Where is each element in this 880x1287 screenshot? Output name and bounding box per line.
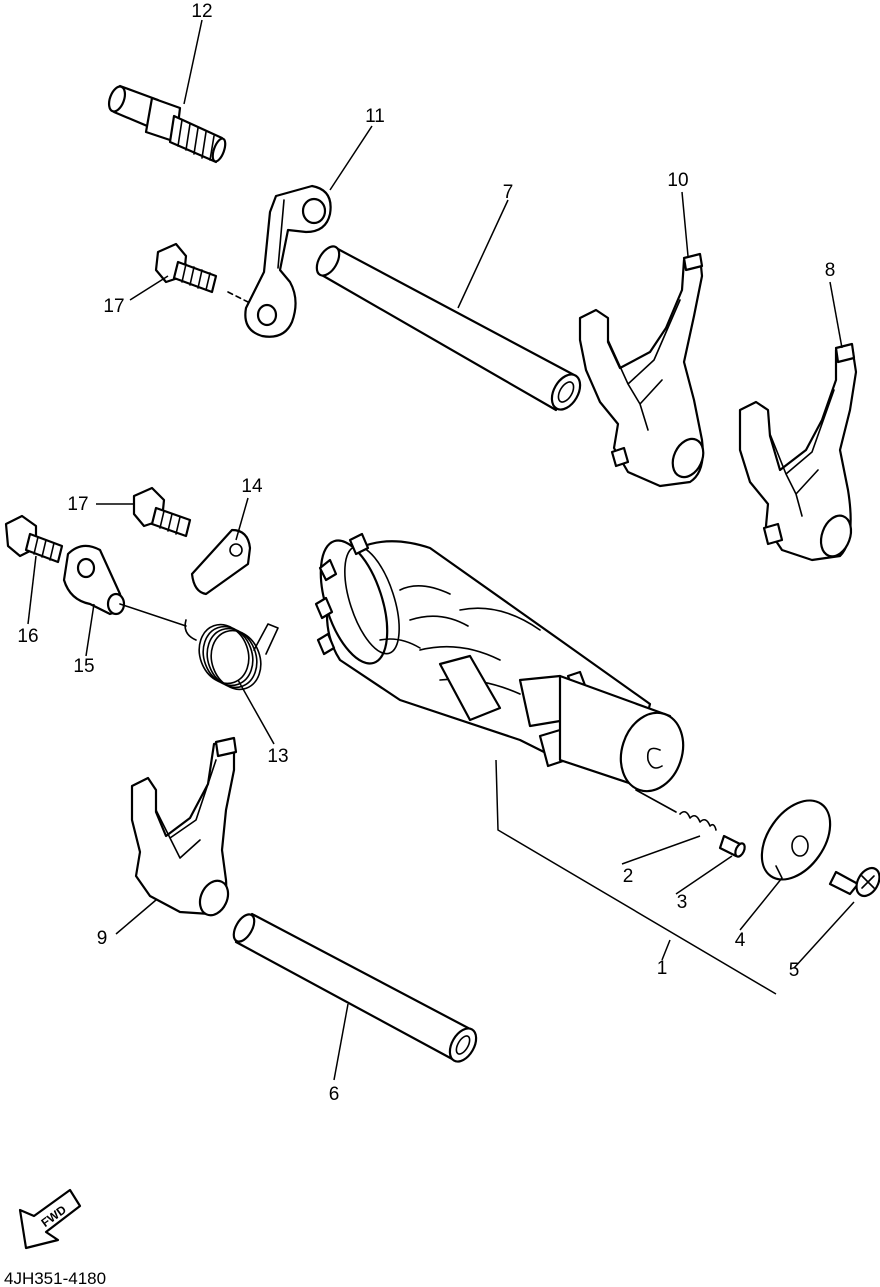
part-3-pin [718,834,746,858]
part-16-bolt [4,514,64,564]
leader-11 [329,125,373,191]
part-14-plate [190,528,252,596]
callout-15: 15 [73,656,94,677]
part-7-guide-bar [315,245,582,412]
part-11-stopper-lever [244,184,332,338]
part-12-stopper-bolt [107,84,227,164]
leader-8 [829,281,843,349]
callout-17-upper: 17 [103,296,124,317]
part-17-bolt-middle [132,486,192,538]
part-9-shift-fork [130,736,238,917]
part-2-spring [635,789,717,831]
callout-1: 1 [657,958,668,979]
callout-11: 11 [365,106,385,127]
part-10-shift-fork [578,252,705,488]
leader-17-upper [129,275,169,301]
part-8-shift-fork [738,342,858,562]
leader-3 [675,855,733,895]
leader-4 [739,877,783,931]
part-4-plate [760,799,832,881]
part-17-upper-locator-dash [227,291,249,303]
callout-3: 3 [677,892,688,913]
callout-13: 13 [267,746,288,767]
leader-7 [457,199,509,309]
part-15-collar [62,544,126,616]
callout-9: 9 [97,928,108,949]
callout-4: 4 [735,930,746,951]
leader-6 [333,1003,349,1081]
part-13-spring [119,603,279,691]
leader-10 [681,191,689,257]
leader-9 [115,899,157,935]
callout-17-middle: 17 [67,494,88,515]
part-5-screw [828,866,880,898]
leader-5 [793,901,855,969]
callout-10: 10 [667,170,688,191]
leader-12 [183,19,203,105]
callout-8: 8 [825,260,836,281]
leader-2 [621,835,701,865]
part-17-bolt-upper [154,242,218,294]
callout-6: 6 [329,1084,340,1105]
leader-13 [237,679,275,745]
callout-16: 16 [17,626,38,647]
callout-14: 14 [241,476,263,497]
part-1-shift-drum [314,532,685,793]
leader-1-bracket [495,759,777,995]
callout-labels: 12 11 17 7 10 8 17 14 16 15 13 9 6 1 2 3… [17,1,835,1105]
leader-15 [85,603,95,657]
diagram-code: 4JH351-4180 [4,1269,106,1287]
leader-16 [27,555,37,625]
callout-5: 5 [789,960,800,981]
part-6-guide-bar [232,912,478,1063]
callout-7: 7 [503,182,514,203]
callout-12: 12 [191,1,212,22]
callout-2: 2 [623,866,634,887]
leader-14 [235,497,249,541]
leader-lines [27,19,855,1081]
fwd-arrow-icon: FWD [18,1188,82,1250]
leader-1 [661,939,671,961]
